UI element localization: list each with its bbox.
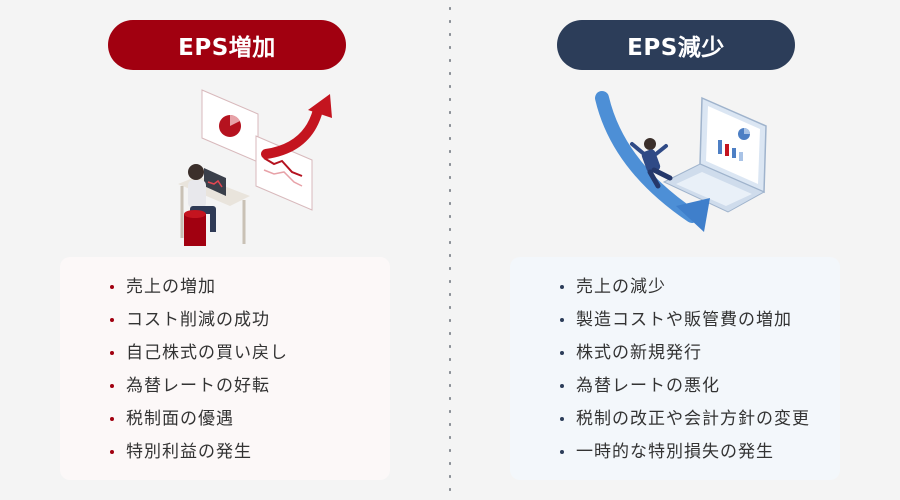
eps-increase-title: EPS増加 [108, 20, 346, 70]
eps-decrease-card: 売上の減少 製造コストや販管費の増加 株式の新規発行 為替レートの悪化 税制の改… [510, 257, 840, 480]
bullet-icon [110, 450, 114, 454]
list-item: 税制面の優遇 [108, 405, 390, 438]
list-item: 税制の改正や会計方針の変更 [558, 405, 840, 438]
eps-increase-list: 売上の増加 コスト削減の成功 自己株式の買い戻し 為替レートの好転 税制面の優遇… [108, 273, 390, 471]
list-item: 製造コストや販管費の増加 [558, 306, 840, 339]
bullet-icon [110, 318, 114, 322]
list-item: 売上の減少 [558, 273, 840, 306]
dotted-divider [449, 0, 451, 500]
bullet-icon [560, 450, 564, 454]
bullet-icon [560, 351, 564, 355]
list-item: 為替レートの好転 [108, 372, 390, 405]
eps-decrease-title-text: EPS減少 [627, 35, 725, 61]
person-at-desk-rising-arrow-icon [178, 89, 332, 246]
bullet-icon [560, 285, 564, 289]
list-item: 株式の新規発行 [558, 339, 840, 372]
eps-decrease-title: EPS減少 [557, 20, 795, 70]
falling-person-laptop-down-arrow-icon [595, 91, 767, 232]
bullet-icon [110, 384, 114, 388]
bullet-icon [110, 351, 114, 355]
list-item: 一時的な特別損失の発生 [558, 438, 840, 471]
list-item: 為替レートの悪化 [558, 372, 840, 405]
eps-decrease-list: 売上の減少 製造コストや販管費の増加 株式の新規発行 為替レートの悪化 税制の改… [558, 273, 840, 471]
eps-increase-card: 売上の増加 コスト削減の成功 自己株式の買い戻し 為替レートの好転 税制面の優遇… [60, 257, 390, 480]
list-item: 自己株式の買い戻し [108, 339, 390, 372]
list-item: コスト削減の成功 [108, 306, 390, 339]
bullet-icon [560, 417, 564, 421]
bullet-icon [560, 384, 564, 388]
bullet-icon [560, 318, 564, 322]
bullet-icon [110, 417, 114, 421]
eps-increase-title-text: EPS増加 [178, 35, 276, 61]
list-item: 売上の増加 [108, 273, 390, 306]
bullet-icon [110, 285, 114, 289]
list-item: 特別利益の発生 [108, 438, 390, 471]
